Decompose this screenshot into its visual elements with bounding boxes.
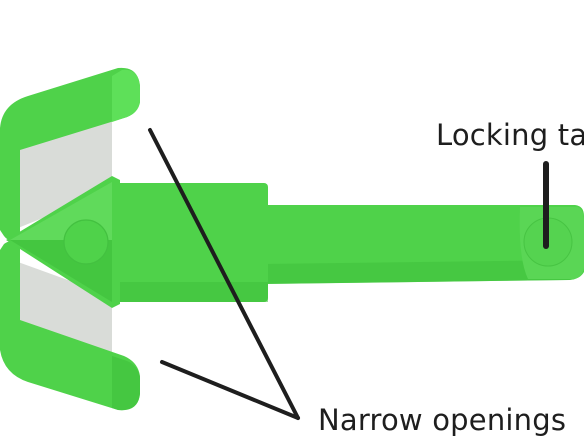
lower-guard-arm: [0, 241, 140, 411]
locking-tab-label: Locking tab: [436, 118, 584, 152]
narrow-openings-pointer-lower: [160, 360, 300, 420]
upper-guard-edge: [112, 69, 140, 122]
upper-guard-arm: [0, 67, 140, 241]
cutter-body-shade: [112, 282, 268, 302]
cutter-body: [112, 183, 268, 302]
cutter-handle-shade: [262, 260, 580, 284]
narrow-openings-pointer-upper: [148, 128, 300, 420]
center-dimple: [63, 219, 109, 265]
narrow-openings-label: Narrow openings: [318, 403, 567, 437]
lower-guard-shade: [112, 356, 140, 411]
